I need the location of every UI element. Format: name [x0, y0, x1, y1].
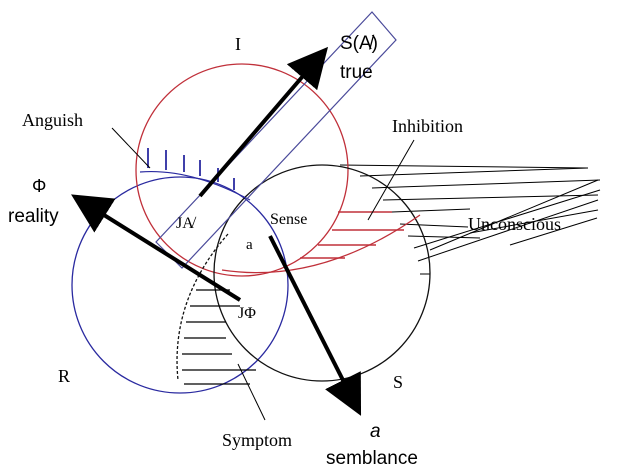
reality-symbol: Φ [32, 176, 46, 196]
object-a-label: a [246, 237, 253, 253]
ring-symbolic [213, 164, 431, 382]
true-symbol: S(A̸) [340, 33, 378, 54]
inhibition-hatching [300, 211, 404, 259]
inhibition-label: Inhibition [392, 116, 463, 136]
ring-real [71, 176, 289, 394]
reality-arrow [71, 194, 242, 302]
jouissance-other-label: JA̸ [176, 215, 197, 232]
inhibition-pointer [367, 139, 415, 221]
ring-label-real: R [58, 366, 70, 386]
inhibition-zone [221, 214, 421, 274]
semblance-word: semblance [326, 448, 418, 469]
symptom-hatching [182, 289, 256, 385]
anguish-pointer [111, 127, 151, 169]
anguish-zone [139, 170, 251, 201]
unconscious-hatching [339, 164, 601, 275]
sense-label: Sense [270, 211, 307, 228]
true-arrow [198, 46, 329, 198]
true-word: true [340, 62, 373, 83]
unconscious-label: Unconscious [468, 214, 561, 234]
symptom-label: Symptom [222, 430, 292, 450]
ring-label-symbolic: S [393, 372, 403, 392]
ring-label-imaginary: I [235, 34, 241, 54]
jouissance-phallic-label: JΦ [238, 305, 256, 322]
reality-word: reality [8, 206, 59, 227]
ring-imaginary [135, 63, 349, 277]
anguish-label: Anguish [22, 110, 83, 130]
semblance-symbol: a [370, 421, 381, 442]
semblance-arrow [268, 235, 362, 416]
symptom-zone [176, 233, 229, 381]
symptom-pointer [237, 363, 266, 421]
